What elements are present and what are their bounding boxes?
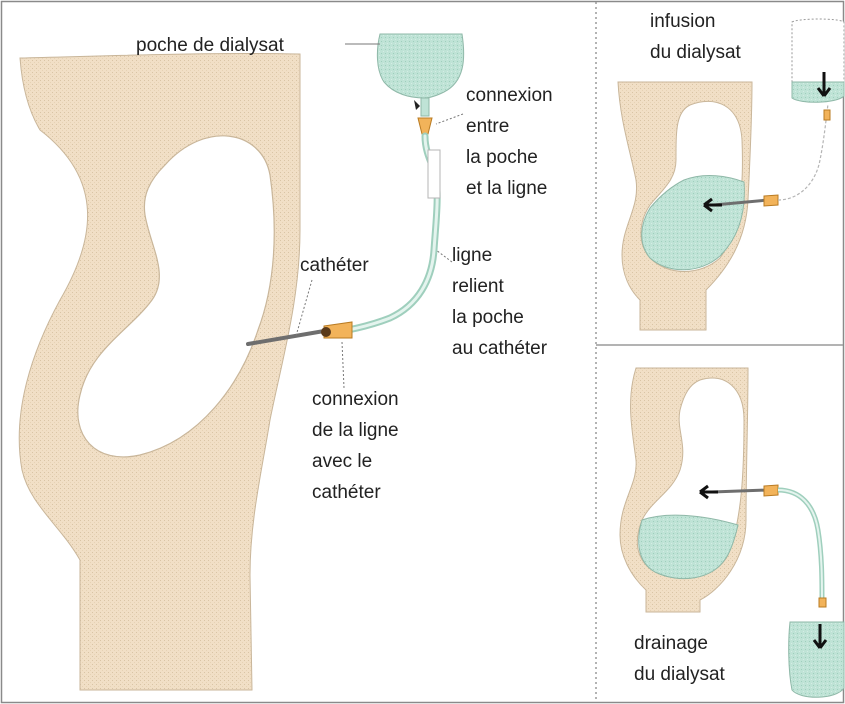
line-infusion — [778, 104, 828, 200]
label-catheter: cathéter — [300, 250, 369, 281]
leader-line-catheter-connection — [342, 342, 344, 388]
bag-infusion-outlet — [824, 110, 830, 120]
clamp — [414, 100, 420, 110]
line-tubing — [348, 136, 437, 330]
label-bag-line-connection-4: et la ligne — [466, 173, 553, 204]
catheter-drainage — [712, 490, 768, 492]
label-line: ligne relient la poche au cathéter — [452, 240, 547, 364]
bag-drainage — [789, 622, 844, 697]
label-line-catheter-connection: connexion de la ligne avec le cathéter — [312, 384, 399, 508]
label-drainage: drainage du dialysat — [634, 628, 725, 690]
label-infusion-1: infusion — [650, 6, 741, 37]
leader-catheter — [296, 280, 312, 336]
connector-ring — [321, 327, 331, 337]
line-drainage — [778, 490, 822, 600]
label-infusion: infusion du dialysat — [650, 6, 741, 68]
connector-drainage — [764, 485, 778, 496]
bag-infusion-fluid — [792, 82, 844, 102]
bag-drainage-inlet — [819, 598, 826, 607]
label-infusion-2: du dialysat — [650, 37, 741, 68]
label-line-3: la poche — [452, 302, 547, 333]
label-bag-line-connection: connexion entre la poche et la ligne — [466, 80, 553, 204]
line-drainage-inner — [778, 490, 822, 600]
label-line-catheter-connection-2: de la ligne — [312, 415, 399, 446]
leader-bag-line-connection — [436, 114, 463, 124]
line-tubing-inner — [348, 136, 437, 330]
label-line-4: au cathéter — [452, 333, 547, 364]
connector-infusion — [764, 195, 778, 206]
label-drainage-1: drainage — [634, 628, 725, 659]
label-line-1: ligne — [452, 240, 547, 271]
label-line-catheter-connection-3: avec le — [312, 446, 399, 477]
label-bag-line-connection-2: entre — [466, 111, 553, 142]
bag-outlet — [421, 98, 429, 116]
dialysate-bag — [377, 34, 463, 98]
tube-segment — [428, 150, 440, 198]
label-bag: poche de dialysat — [136, 30, 284, 61]
label-line-catheter-connection-1: connexion — [312, 384, 399, 415]
bag-line-connector — [418, 118, 432, 134]
label-bag-line-connection-3: la poche — [466, 142, 553, 173]
leader-line — [436, 250, 452, 262]
label-drainage-2: du dialysat — [634, 659, 725, 690]
label-line-2: relient — [452, 271, 547, 302]
label-line-catheter-connection-4: cathéter — [312, 477, 399, 508]
label-bag-line-connection-1: connexion — [466, 80, 553, 111]
